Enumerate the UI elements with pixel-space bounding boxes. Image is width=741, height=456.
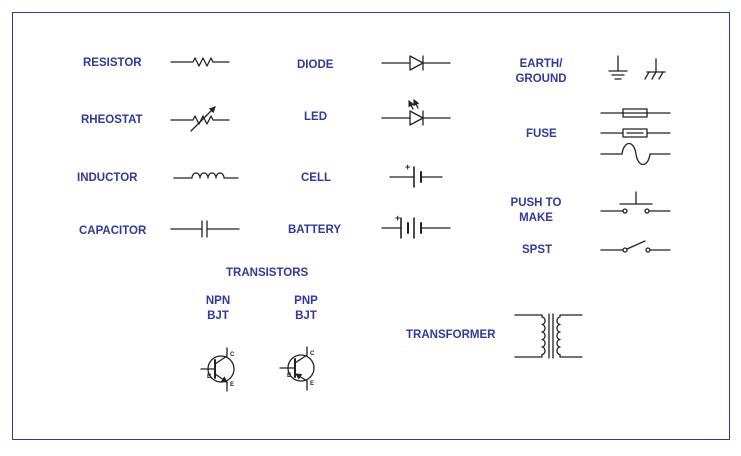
npn-label-line1: NPN [205, 295, 231, 307]
npn-transistor-icon: C B E [200, 347, 235, 392]
capacitor-label: CAPACITOR [79, 225, 147, 237]
pnp-emitter-label: E [310, 381, 314, 387]
battery-plus-sign: + [395, 213, 400, 223]
push-to-make-label: PUSH TO MAKE [500, 196, 572, 226]
battery-icon: + [381, 213, 451, 239]
pnp-label-line1: PNP [294, 295, 318, 307]
earth-label-line1: EARTH/ [519, 58, 563, 70]
fuse-icon-2 [600, 128, 671, 138]
transistors-heading: TRANSISTORS [226, 267, 309, 279]
diode-icon [381, 55, 451, 71]
transformer-icon [514, 313, 583, 359]
spst-icon [600, 240, 671, 253]
led-icon [381, 99, 451, 126]
npn-label-line2: BJT [207, 310, 229, 322]
transformer-label: TRANSFORMER [406, 329, 496, 341]
fuse-icon-3 [600, 142, 671, 166]
inductor-icon [173, 172, 239, 179]
npn-bjt-label: NPN BJT [198, 294, 238, 324]
spst-label: SPST [522, 244, 553, 256]
cell-label: CELL [301, 172, 332, 184]
cell-plus-sign: + [405, 162, 410, 172]
npn-emitter-label: E [230, 382, 234, 388]
chart-frame [12, 12, 730, 440]
pnp-bjt-label: PNP BJT [286, 294, 326, 324]
pnp-base-label: B [287, 373, 292, 379]
push-to-make-icon [600, 191, 671, 214]
battery-label: BATTERY [288, 224, 342, 236]
npn-base-label: B [207, 374, 212, 380]
push-label-line1: PUSH TO [510, 197, 562, 209]
npn-collector-label: C [230, 352, 235, 358]
led-label: LED [304, 111, 327, 123]
earth-ground-label: EARTH/ GROUND [505, 57, 577, 87]
rheostat-label: RHEOSTAT [81, 114, 143, 126]
inductor-label: INDUCTOR [77, 172, 138, 184]
pnp-collector-label: C [310, 351, 315, 357]
resistor-icon [170, 57, 230, 67]
pnp-label-line2: BJT [295, 310, 317, 322]
capacitor-icon [170, 220, 240, 238]
fuse-icon-1 [600, 108, 671, 118]
fuse-label: FUSE [526, 128, 557, 140]
push-label-line2: MAKE [519, 212, 553, 224]
rheostat-icon [170, 106, 230, 132]
ground-icon [644, 58, 666, 80]
resistor-label: RESISTOR [83, 57, 142, 69]
pnp-transistor-icon: C B E [279, 346, 315, 391]
earth-icon [608, 55, 628, 80]
diode-label: DIODE [297, 59, 334, 71]
earth-label-line2: GROUND [515, 73, 567, 85]
cell-icon: + [389, 162, 443, 188]
